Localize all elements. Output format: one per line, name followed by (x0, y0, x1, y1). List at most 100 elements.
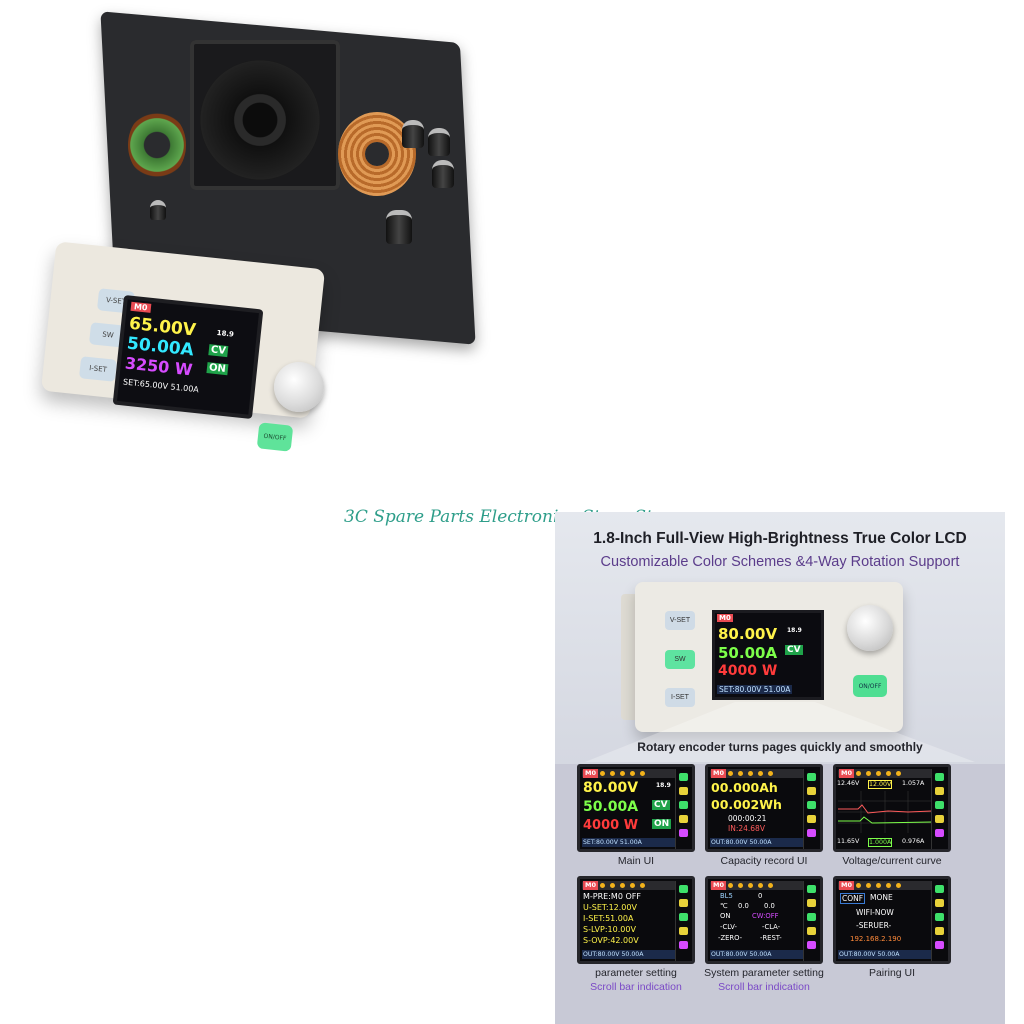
status-dot (630, 771, 635, 776)
rotary-caption: Rotary encoder turns pages quickly and s… (637, 740, 923, 754)
screen-parameter-ui: M0 M-PRE:M0 OFF U-SET:12.00V I-SET:51.00… (577, 876, 695, 964)
status-dot (856, 883, 861, 888)
status-dot (768, 883, 773, 888)
curve-bottom-left: 11.65V (837, 838, 860, 845)
screen-caption: Pairing UI (868, 967, 916, 979)
lcd-mode: M0 (717, 614, 733, 622)
screen-sidebar (675, 881, 690, 961)
sys-val-b: 0.0 (764, 902, 775, 910)
panel-lcd: M0 80.00V 50.00A 4000 W 18.9 CV SET:80.0… (712, 610, 824, 700)
screen-gallery: M0 80.00V 50.00A 4000 W 18.9 CV ON SET:8… (555, 764, 1005, 1024)
iset-button[interactable]: I-SET (665, 688, 695, 707)
product-photo: V-SET SW I-SET M0 65.00V 50.00A 3250 W 1… (0, 0, 560, 500)
sys-rest-btn: -REST- (760, 934, 782, 942)
screen-line: 4000 W (583, 818, 639, 833)
screen-caption: Voltage/current curve (842, 855, 942, 867)
cooling-fan (200, 60, 320, 180)
lcd-temp: 18.9 (787, 627, 802, 634)
lcd-cv: CV (208, 344, 229, 358)
lcd-voltage: 80.00V (718, 625, 778, 643)
status-dot (886, 771, 891, 776)
iset-button[interactable]: I-SET (78, 356, 118, 382)
screen-footer: OUT:80.00V 50.00A (710, 838, 804, 847)
status-dot (738, 771, 743, 776)
rotary-knob[interactable] (274, 362, 324, 412)
screen-caption: parameter setting (595, 967, 677, 979)
status-dot (728, 883, 733, 888)
status-dot (886, 883, 891, 888)
status-dot (896, 771, 901, 776)
lcd-display: M0 65.00V 50.00A 3250 W 18.9 CV ON SET:6… (112, 294, 264, 420)
screen-mode: M0 (711, 881, 726, 890)
screen-line: IN:24.68V (728, 824, 765, 833)
vset-button[interactable]: V-SET (665, 611, 695, 630)
screen-sidebar (803, 769, 818, 849)
screen-line: 00.002Wh (711, 797, 782, 812)
onoff-button[interactable]: ON/OFF (256, 422, 294, 452)
screen-capacity-ui: M0 00.000Ah 00.002Wh 000:00:21 IN:24.68V… (705, 764, 823, 852)
status-dot (620, 771, 625, 776)
status-dot (866, 771, 871, 776)
screen-line: S-LVP:10.00V (583, 925, 636, 934)
status-dot (600, 883, 605, 888)
curve-bottom-right: 0.976A (902, 838, 925, 845)
screen-pairing-ui: M0 CONF MONE WIFI-NOW -SERUER- 192.168.2… (833, 876, 951, 964)
status-dot (856, 771, 861, 776)
rotary-knob[interactable] (847, 605, 893, 651)
screen-subcaption: Scroll bar indication (718, 981, 810, 993)
screen-header: M0 (838, 881, 932, 890)
screen-sidebar (931, 769, 946, 849)
pair-server: -SERUER- (856, 921, 892, 930)
status-dot (738, 883, 743, 888)
status-dot (728, 771, 733, 776)
lcd-power: 4000 W (718, 663, 778, 679)
green-inductor (128, 110, 186, 180)
curve-top-mid: 12.00V (868, 780, 893, 789)
status-dot (866, 883, 871, 888)
case-mount-ear (621, 594, 639, 720)
screen-mode: M0 (839, 881, 854, 890)
screen-header: M0 (582, 769, 676, 778)
screen-main-ui: M0 80.00V 50.00A 4000 W 18.9 CV ON SET:8… (577, 764, 695, 852)
screen-mode: M0 (583, 881, 598, 890)
screen-header: M0 (582, 881, 676, 890)
status-dot (640, 771, 645, 776)
screen-footer: SET:80.00V 51.00A (582, 838, 676, 847)
lcd-on: ON (206, 362, 229, 376)
pair-conf: CONF (840, 893, 866, 904)
status-dot (768, 771, 773, 776)
screen-line: 00.000Ah (711, 780, 778, 795)
screen-footer: OUT:80.00V 50.00A (582, 950, 676, 959)
screen-footer: OUT:80.00V 50.00A (710, 950, 804, 959)
status-dot (876, 883, 881, 888)
onoff-button[interactable]: ON/OFF (853, 675, 887, 697)
capacitor (432, 160, 454, 188)
sys-val-a: 0.0 (738, 902, 749, 910)
screen-line: S-OVP:42.00V (583, 936, 639, 945)
screen-header: M0 (710, 881, 804, 890)
screen-footer: OUT:80.00V 50.00A (838, 950, 932, 959)
curve-top-right: 1.057A (902, 780, 925, 787)
lcd-set-line: SET:65.00V 51.00A (122, 377, 200, 395)
screen-line: U-SET:12.00V (583, 903, 637, 912)
sw-button[interactable]: SW (665, 650, 695, 669)
status-dot (896, 883, 901, 888)
sys-temp-unit: ℃ (720, 902, 728, 910)
pair-ip: 192.168.2.190 (850, 935, 902, 943)
status-dot (748, 771, 753, 776)
screen-caption: Main UI (617, 855, 655, 867)
curve-bottom-mid: 1.000A (868, 838, 893, 847)
status-dot (620, 883, 625, 888)
screen-cv: CV (652, 800, 670, 810)
curve-top-left: 12.46V (837, 780, 860, 787)
screen-subcaption: Scroll bar indication (590, 981, 682, 993)
status-dot (748, 883, 753, 888)
screen-mode: M0 (839, 769, 854, 778)
status-dot (630, 883, 635, 888)
sys-on: ON (720, 912, 731, 920)
screen-sidebar (675, 769, 690, 849)
status-dot (640, 883, 645, 888)
pair-mone: MONE (870, 893, 893, 902)
screen-line: 50.00A (583, 799, 639, 815)
screen-caption: System parameter setting (704, 967, 824, 979)
